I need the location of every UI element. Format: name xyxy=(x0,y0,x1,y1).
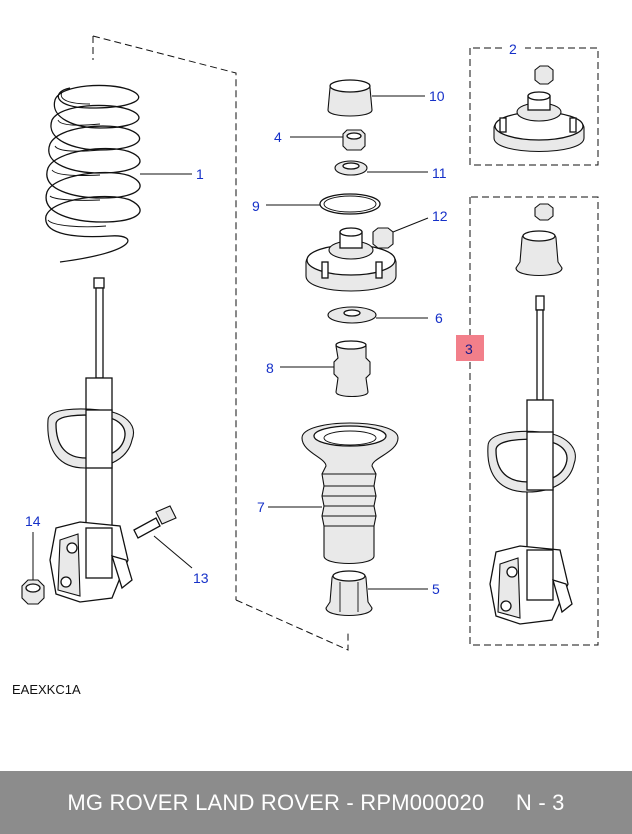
bump-cap-10 xyxy=(327,79,425,117)
callout-7[interactable]: 7 xyxy=(257,499,265,515)
nut-12 xyxy=(372,217,429,249)
strut-assembly-left xyxy=(47,277,134,603)
footer-spacer xyxy=(484,790,516,816)
callout-13[interactable]: 13 xyxy=(193,570,209,586)
coil-spring xyxy=(45,84,141,263)
callout-10[interactable]: 10 xyxy=(429,88,445,104)
callout-3[interactable]: 3 xyxy=(465,341,473,357)
washer-6 xyxy=(327,306,428,324)
callout-5[interactable]: 5 xyxy=(432,581,440,597)
group-2-frame xyxy=(469,47,599,166)
nut-4 xyxy=(290,129,366,151)
bump-stop-8 xyxy=(280,340,371,398)
exploded-parts-diagram: 1 2 3 4 5 6 7 8 9 10 11 12 13 14 EAEXKC1… xyxy=(12,35,599,697)
group-3-frame xyxy=(469,196,599,646)
callout-14[interactable]: 14 xyxy=(25,513,41,529)
callout-4[interactable]: 4 xyxy=(274,129,282,145)
spacer-5 xyxy=(325,570,428,616)
top-mount-center xyxy=(305,227,397,292)
callout-6[interactable]: 6 xyxy=(435,310,443,326)
callout-3-highlight xyxy=(456,335,484,361)
callout-12[interactable]: 12 xyxy=(432,208,448,224)
dust-boot-7 xyxy=(268,422,399,564)
strut-assembly-right xyxy=(487,203,576,625)
callout-11[interactable]: 11 xyxy=(432,165,447,181)
main-assembly-frame xyxy=(92,35,349,651)
callout-2[interactable]: 2 xyxy=(509,41,517,57)
o-ring-9 xyxy=(266,193,381,215)
bolt-13 xyxy=(133,505,193,569)
callout-1[interactable]: 1 xyxy=(196,166,204,182)
callout-9[interactable]: 9 xyxy=(252,198,260,214)
footer-bar: MG ROVER LAND ROVER - RPM000020 N - 3 xyxy=(0,771,632,834)
washer-11 xyxy=(334,160,428,176)
footer-page-number: N - 3 xyxy=(515,789,565,815)
callout-8[interactable]: 8 xyxy=(266,360,274,376)
footer-brand-text: MG ROVER LAND ROVER - RPM000020 xyxy=(67,789,485,815)
top-mount-assembly-2 xyxy=(493,65,585,153)
nut-14 xyxy=(21,532,45,605)
diagram-reference-code: EAEXKC1A xyxy=(12,682,81,697)
